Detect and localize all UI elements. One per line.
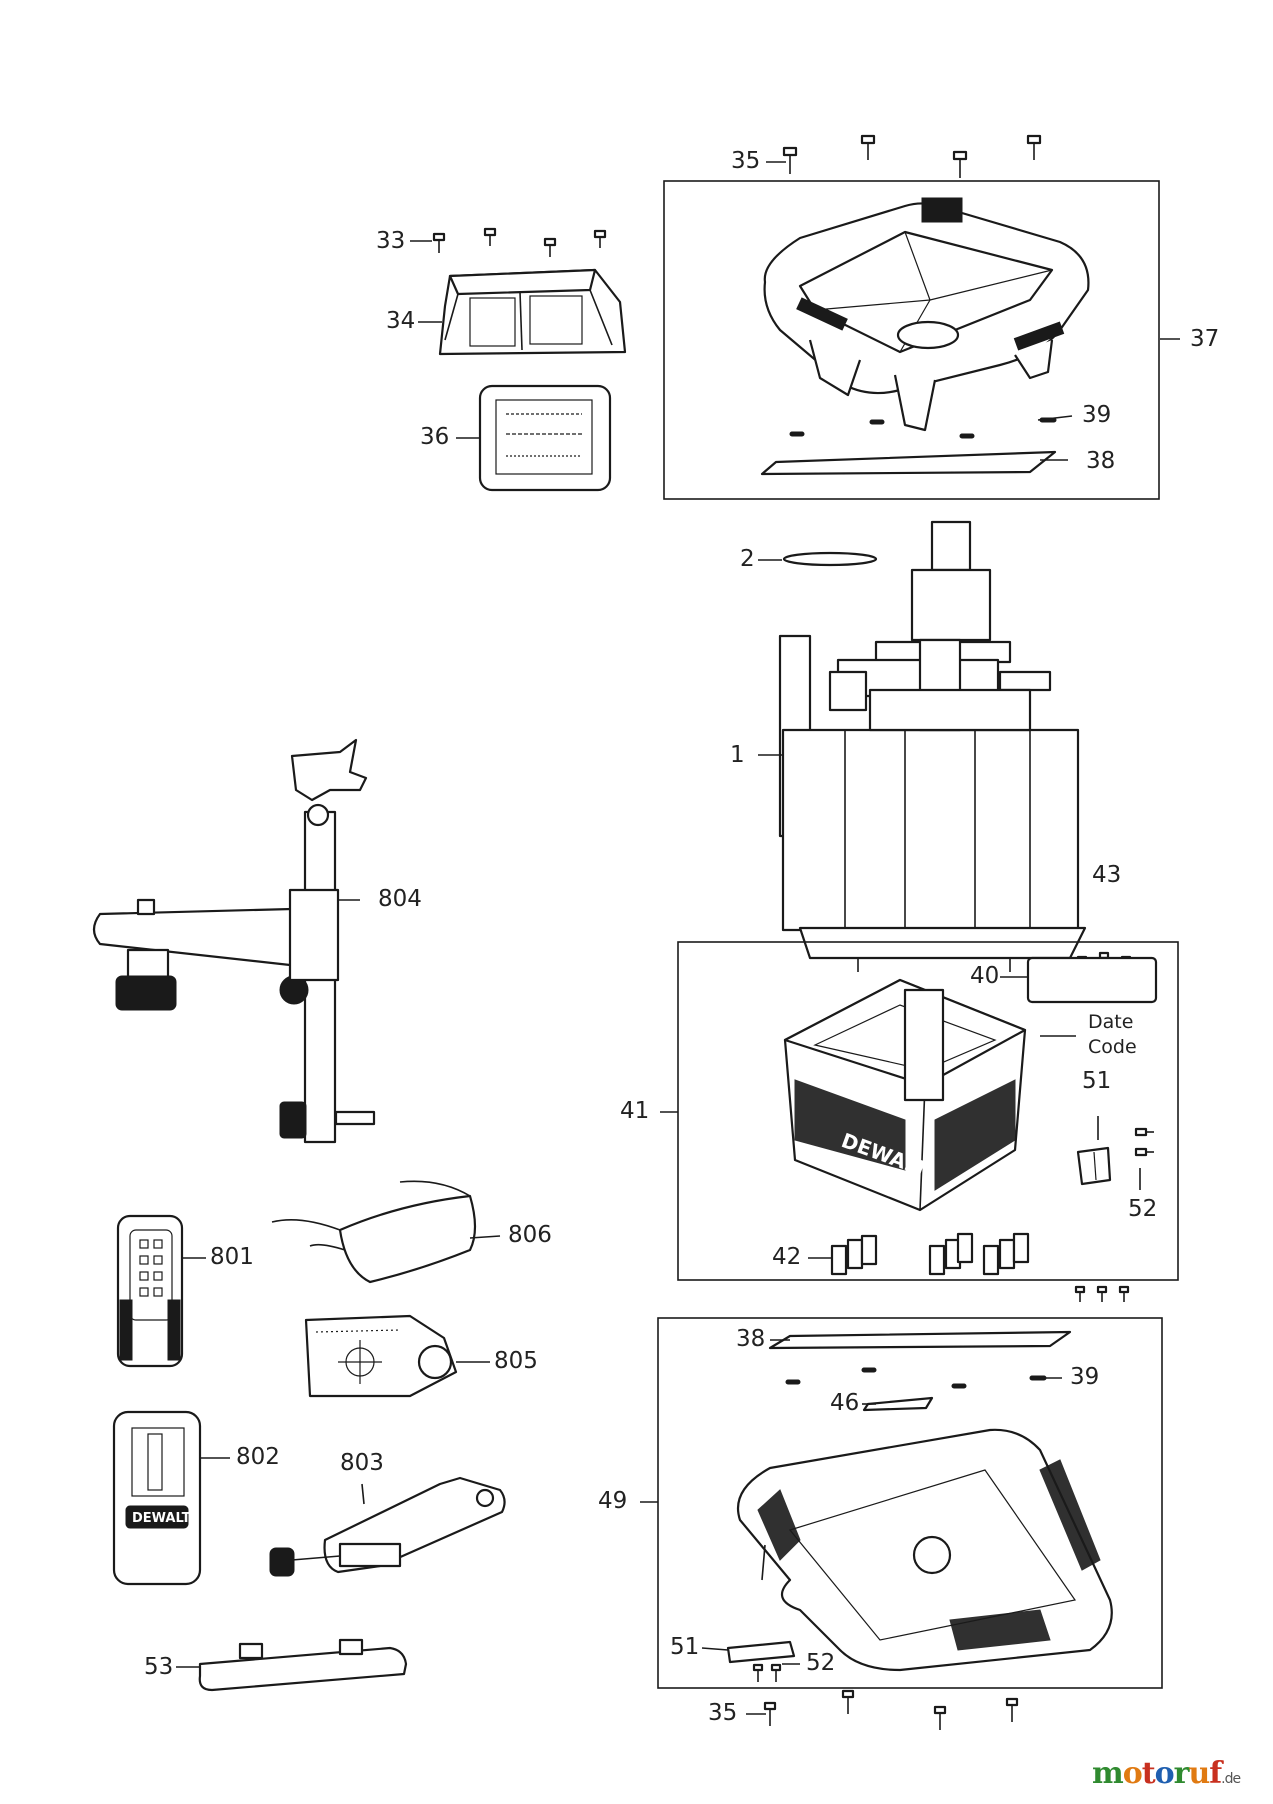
part-40-label-plate bbox=[1026, 956, 1158, 1004]
part-804-wall-mount bbox=[92, 738, 376, 1144]
label-51-top: 51 bbox=[1082, 1068, 1112, 1094]
label-49: 49 bbox=[598, 1488, 628, 1514]
group-49-frame bbox=[657, 1317, 1163, 1689]
group-37-frame bbox=[663, 180, 1160, 500]
label-39-top: 39 bbox=[1082, 402, 1112, 428]
label-38-top: 38 bbox=[1086, 448, 1116, 474]
screw-52-bottom-group bbox=[752, 1663, 782, 1682]
watermark-logo: motoruf.de bbox=[1092, 1756, 1241, 1791]
label-43: 43 bbox=[1092, 862, 1122, 888]
label-36: 36 bbox=[420, 424, 450, 450]
part-49-base bbox=[736, 1428, 1113, 1672]
label-39-bottom: 39 bbox=[1070, 1364, 1100, 1390]
screw-35-bottom-group bbox=[763, 1689, 1019, 1730]
label-40: 40 bbox=[970, 963, 1000, 989]
part-38-bottom-gasket bbox=[768, 1330, 1072, 1350]
label-806: 806 bbox=[508, 1222, 552, 1248]
part-46-strip bbox=[862, 1396, 934, 1412]
part-51-bottom-clip bbox=[726, 1640, 796, 1664]
screw-row-mid bbox=[1074, 1285, 1130, 1302]
label-803: 803 bbox=[340, 1450, 384, 1476]
part-805-target-card bbox=[304, 1314, 458, 1398]
label-805: 805 bbox=[494, 1348, 538, 1374]
label-33: 33 bbox=[376, 228, 406, 254]
label-37: 37 bbox=[1190, 326, 1220, 352]
part-39-bottom-pads bbox=[785, 1367, 1047, 1389]
part-806-glasses bbox=[271, 1180, 477, 1284]
screw-52-top-group bbox=[1134, 1127, 1154, 1157]
part-51-top-clip bbox=[1076, 1146, 1112, 1186]
group-41-frame bbox=[677, 941, 1179, 1281]
part-1-laser-module bbox=[778, 520, 1087, 972]
label-52-bottom: 52 bbox=[806, 1650, 836, 1676]
part-38-top-gasket bbox=[760, 450, 1057, 476]
label-42: 42 bbox=[772, 1244, 802, 1270]
label-date-code: Date Code bbox=[1088, 1011, 1137, 1058]
label-38-bottom: 38 bbox=[736, 1326, 766, 1352]
part-42-clips bbox=[830, 1232, 1030, 1276]
label-41: 41 bbox=[620, 1098, 650, 1124]
part-53-plate bbox=[198, 1638, 408, 1692]
label-52-top: 52 bbox=[1128, 1196, 1158, 1222]
label-804: 804 bbox=[378, 886, 422, 912]
label-53: 53 bbox=[144, 1654, 174, 1680]
part-801-remote bbox=[116, 1214, 184, 1368]
leader-lines bbox=[176, 161, 1180, 1715]
part-2-o-ring bbox=[782, 551, 878, 567]
label-46: 46 bbox=[830, 1390, 860, 1416]
detector-brand-logo: DEWALT bbox=[132, 1511, 191, 1526]
label-35-top: 35 bbox=[731, 148, 761, 174]
part-802-detector bbox=[112, 1410, 202, 1586]
part-803-clamp bbox=[269, 1476, 506, 1577]
label-802: 802 bbox=[236, 1444, 280, 1470]
label-1: 1 bbox=[730, 742, 745, 768]
part-34-top-cover bbox=[438, 268, 627, 356]
screw-33-group bbox=[432, 227, 607, 257]
label-2: 2 bbox=[740, 546, 755, 572]
part-37-bumper-top bbox=[763, 197, 1090, 432]
label-34: 34 bbox=[386, 308, 416, 334]
part-36-label bbox=[478, 384, 612, 492]
label-51-bottom: 51 bbox=[670, 1634, 700, 1660]
part-41-housing bbox=[783, 978, 1027, 1212]
label-35-bottom: 35 bbox=[708, 1700, 738, 1726]
screw-35-top-group bbox=[782, 134, 1042, 178]
label-801: 801 bbox=[210, 1244, 254, 1270]
